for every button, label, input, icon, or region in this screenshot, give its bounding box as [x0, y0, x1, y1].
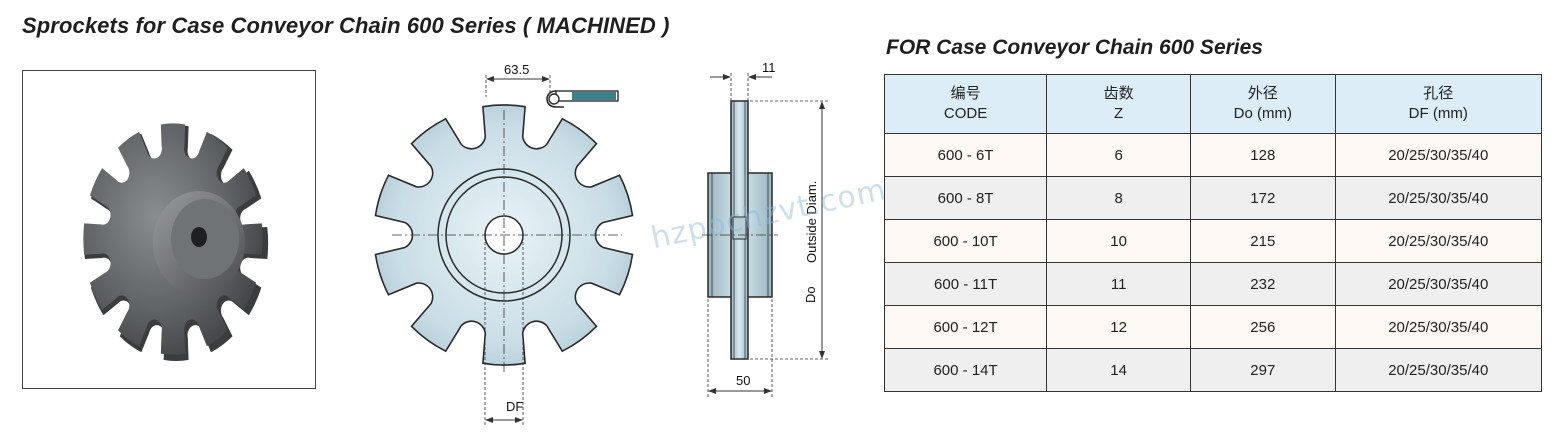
photo-bore	[191, 227, 207, 247]
sprocket-side-view	[707, 100, 773, 360]
technical-drawing: 63.5 DF 11 50 Outside Diam. Do	[374, 60, 828, 427]
pitch-dimension-text: 63.5	[504, 62, 529, 77]
do-label: Do	[803, 286, 818, 303]
page-title: Sprockets for Case Conveyor Chain 600 Se…	[22, 13, 670, 38]
table-title: FOR Case Conveyor Chain 600 Series	[886, 36, 1263, 59]
chain-link-icon	[546, 90, 619, 108]
hub-width-dimension-text: 50	[736, 373, 750, 388]
sprocket-photo	[22, 70, 316, 389]
outside-diameter-label: Outside Diam.	[804, 181, 819, 263]
bore-dimension-text: DF	[506, 399, 523, 414]
sprocket-photo-graphic	[83, 123, 269, 361]
thickness-dimension-text: 11	[762, 60, 776, 75]
